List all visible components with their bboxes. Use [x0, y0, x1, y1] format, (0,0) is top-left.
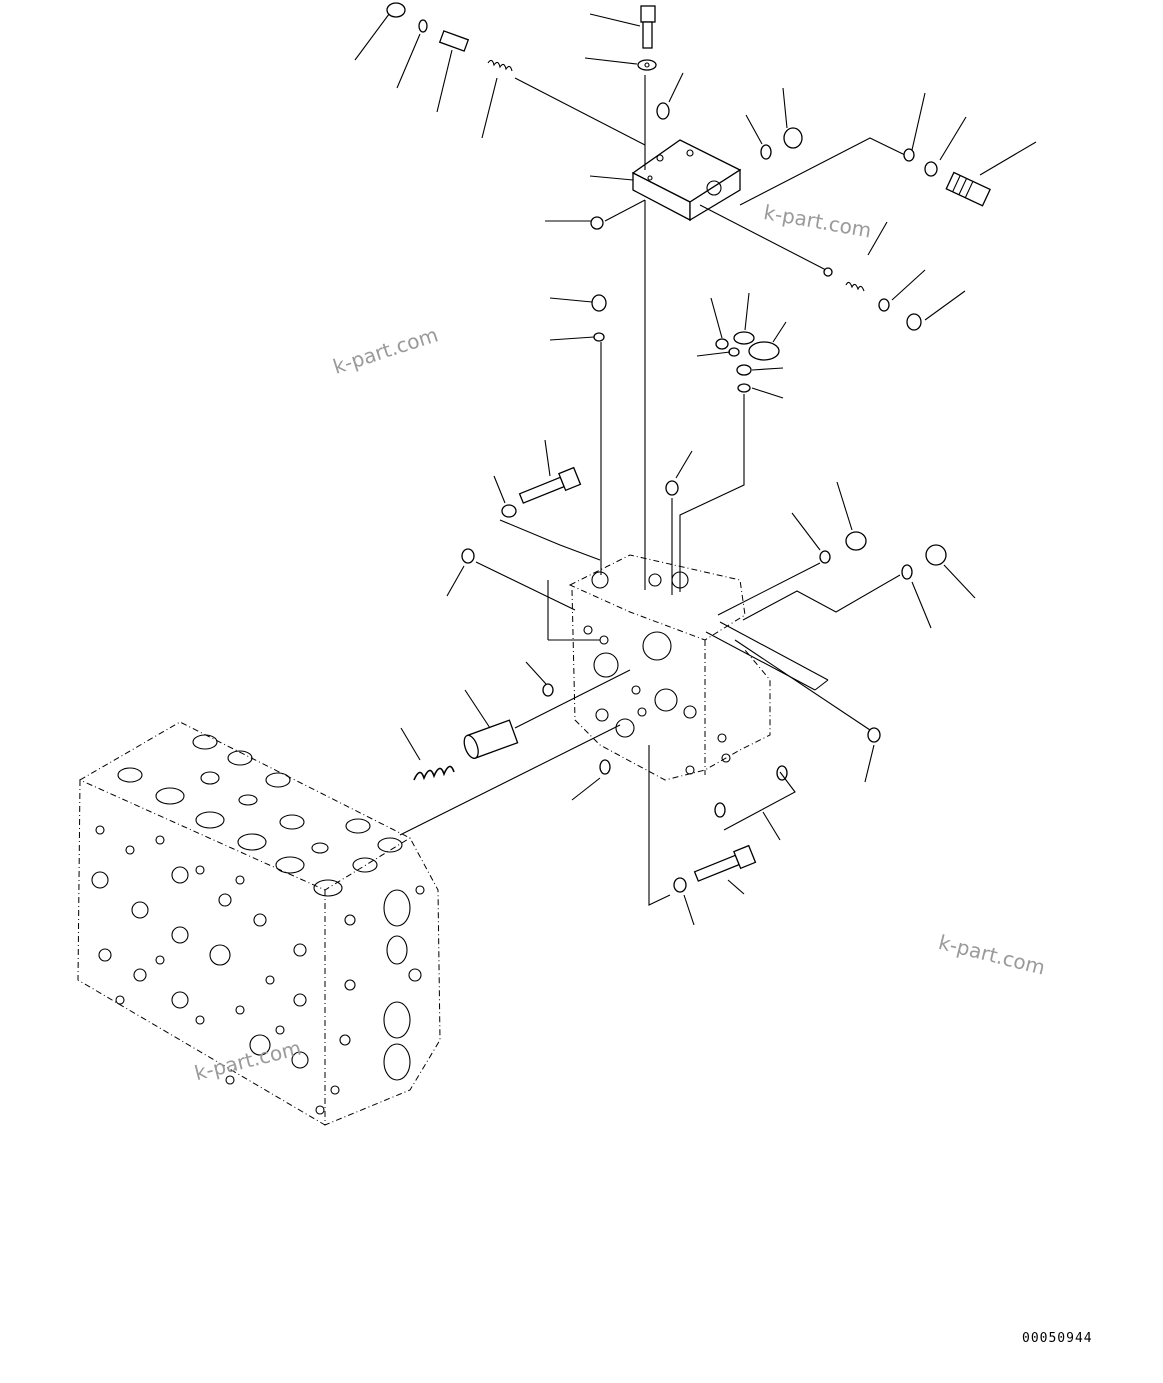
- top-left-parts: [386, 2, 991, 331]
- valve-section: [547, 554, 871, 781]
- mid-parts: [446, 292, 976, 629]
- cover-block: [631, 139, 742, 222]
- leader-lines-top: [354, 5, 1037, 321]
- drawing-number: 00050944: [1022, 1331, 1093, 1346]
- manifold-block: [77, 721, 621, 1126]
- top-bolt: [637, 5, 657, 71]
- spool-and-spring: [400, 661, 881, 926]
